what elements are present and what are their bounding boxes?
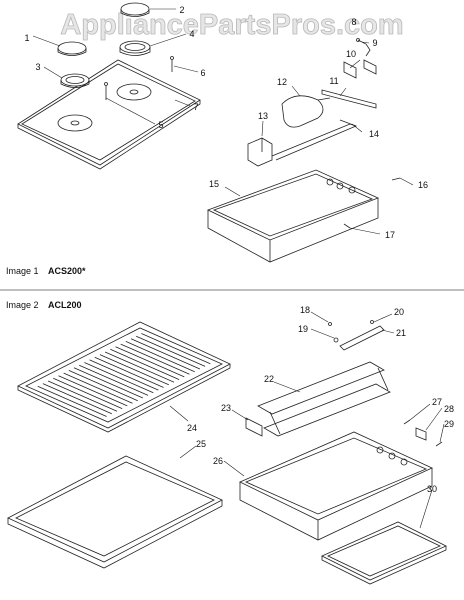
callout-5: 5: [158, 120, 163, 130]
grate-bar: [63, 372, 133, 404]
part-2-burner-cap: [120, 2, 150, 17]
callout-28: 28: [444, 404, 454, 414]
callout-10: 10: [346, 49, 356, 59]
grate-bar: [53, 377, 123, 409]
callout-12: 12: [277, 77, 287, 87]
image2-label: Image 2: [6, 300, 39, 310]
image2-leaders: [169, 311, 445, 529]
callout-20: 20: [394, 307, 404, 317]
callout-2: 2: [179, 5, 184, 15]
grate-bar: [79, 364, 149, 396]
callout-27: 27: [432, 397, 442, 407]
part-3-burner-head: [60, 73, 90, 88]
grate-bar: [141, 333, 211, 365]
part-28-bracket: [415, 427, 427, 441]
callout-7: 7: [193, 102, 198, 112]
part-24-grill-grate: [17, 321, 231, 433]
grate-bar: [115, 346, 185, 378]
callout-30: 30: [427, 484, 437, 494]
callout-26: 26: [213, 456, 223, 466]
callout-25: 25: [196, 439, 206, 449]
grate-bar: [37, 385, 107, 417]
callout-15: 15: [209, 179, 219, 189]
part-10-bracket: [343, 61, 357, 79]
callout-23: 23: [221, 403, 231, 413]
image2-model: ACL200: [48, 300, 82, 310]
grate-bar: [104, 351, 175, 383]
grate-bar: [136, 335, 206, 367]
image1-leaders: [32, 8, 414, 235]
part-4-burner-head: [119, 40, 151, 56]
part-1-burner-cap: [57, 41, 87, 56]
image1-model: ACS200*: [48, 266, 86, 276]
grate-bar: [47, 380, 118, 412]
callout-11: 11: [329, 76, 338, 86]
part-6-electrode: [170, 56, 174, 72]
part-27-clip: [403, 419, 411, 425]
part-13-valve: [247, 137, 273, 167]
grate-bar: [120, 343, 190, 375]
callout-19: 19: [298, 324, 308, 334]
callout-1: 1: [24, 33, 29, 43]
part-14-manifold-pipe: [271, 119, 358, 161]
grate-bar: [73, 367, 144, 399]
callout-14: 14: [369, 129, 379, 139]
grate-bar: [99, 354, 169, 386]
part-22-grill-burner: [257, 361, 391, 437]
part-30-panel: [321, 521, 447, 585]
callout-17: 17: [385, 230, 395, 240]
callout-3: 3: [35, 62, 40, 72]
part-12-burner-tube: [281, 95, 331, 128]
grate-bar: [94, 356, 164, 388]
callout-16: 16: [418, 180, 428, 190]
part-7-cooktop-top: [17, 59, 201, 170]
image2-assembly: Image 2 ACL200: [6, 300, 454, 585]
callout-22: 22: [264, 374, 274, 384]
callout-9: 9: [372, 38, 377, 48]
grate-bar: [68, 370, 138, 402]
grate-bar: [110, 348, 180, 380]
callout-24: 24: [187, 423, 197, 433]
part-29-screw: [435, 441, 443, 447]
part-16-screw: [391, 177, 401, 181]
callout-18: 18: [300, 305, 310, 315]
callout-8: 8: [351, 17, 356, 27]
grate-bar: [130, 338, 201, 370]
grate-bar: [42, 383, 112, 415]
part-25-drip-pan: [7, 455, 223, 569]
callout-13: 13: [258, 111, 268, 121]
part-5-electrode: [104, 82, 108, 100]
part-15-burner-box: [206, 169, 380, 263]
grate-bar: [89, 359, 159, 391]
part-11-manifold-bracket: [321, 89, 377, 109]
grate-bar: [125, 341, 195, 373]
part-17-screw: [343, 223, 351, 229]
callout-4: 4: [189, 29, 194, 39]
part-23-bracket: [245, 417, 263, 437]
callout-29: 29: [444, 419, 454, 429]
watermark-text: AppliancePartsPros.com: [60, 9, 403, 41]
image1-label: Image 1: [6, 266, 39, 276]
callout-21: 21: [396, 328, 406, 338]
grate-bars: [37, 333, 211, 417]
callout-6: 6: [200, 68, 205, 78]
part-21-manifold: [328, 320, 385, 351]
grate-bar: [84, 362, 154, 394]
part-26-burner-box: [239, 431, 433, 541]
image1-assembly: 1 2 3 4 5 6 7 9 10 11 12 13 14 15 16 17 …: [6, 2, 428, 276]
grate-bar: [58, 375, 128, 407]
